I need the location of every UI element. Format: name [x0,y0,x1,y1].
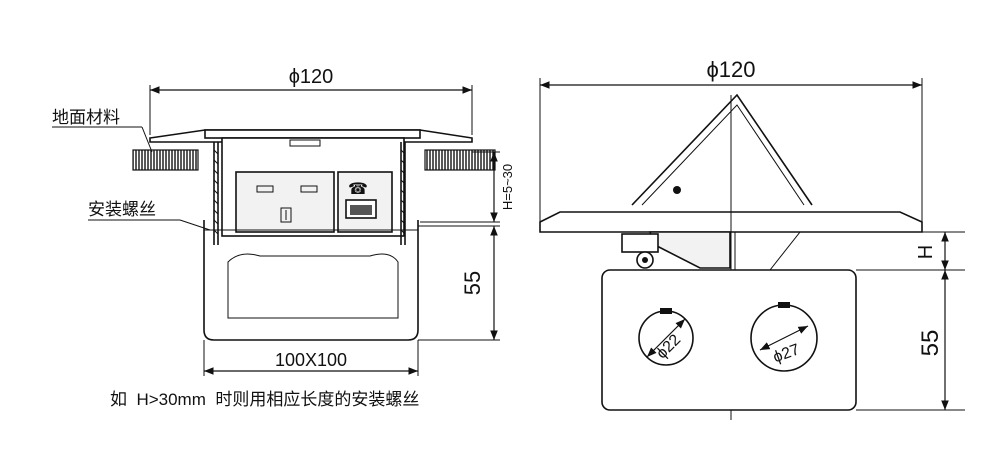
right-h-label: H [915,245,937,259]
mounting-screw-label: 安装螺丝 [88,200,156,219]
left-floor-grille [132,149,199,171]
right-view: ϕ120 ϕ22 [539,57,965,420]
floor-material-label: 地面材料 [52,108,120,127]
flip-lid [631,93,813,206]
left-screw [213,142,219,245]
power-socket-panel [235,171,335,233]
right-bottom-box [601,269,857,411]
right-floor-grille [424,149,496,171]
hinge-mechanism [621,231,802,271]
socket-slot-left [256,185,274,193]
right-depth-dimension: 55 [856,270,965,411]
base-dimension-label: 100X100 [275,350,347,370]
right-h-dimension: H [856,231,965,271]
footnote: 如 H>30mm 时则用相应长度的安装螺丝 [110,390,419,409]
left-view: ϕ120 地面材料 安装螺丝 [52,66,515,376]
h-range-dimension: H=5~30 [420,151,515,223]
floor-material-callout: 地面材料 [52,108,153,153]
base-dimension: 100X100 [203,340,419,376]
socket-slot-right [300,185,318,193]
right-diameter-label: ϕ120 [706,57,755,82]
knockout-hole-small: ϕ22 [638,308,694,366]
left-bottom-box [203,220,419,341]
h-range-label: H=5~30 [500,164,515,210]
knockout-hole-large: ϕ27 [750,302,818,372]
right-screw [400,142,406,245]
left-depth-dimension: 55 [418,225,500,341]
left-depth-label: 55 [460,271,485,295]
mounting-screw-callout: 安装螺丝 [88,200,211,231]
left-diameter-label: ϕ120 [289,66,334,88]
right-depth-label: 55 [917,330,944,357]
telephone-icon: ☎ [348,181,368,198]
right-diameter-dimension: ϕ120 [539,57,923,230]
socket-slot-earth [280,207,292,223]
left-diameter-dimension: ϕ120 [149,66,473,135]
